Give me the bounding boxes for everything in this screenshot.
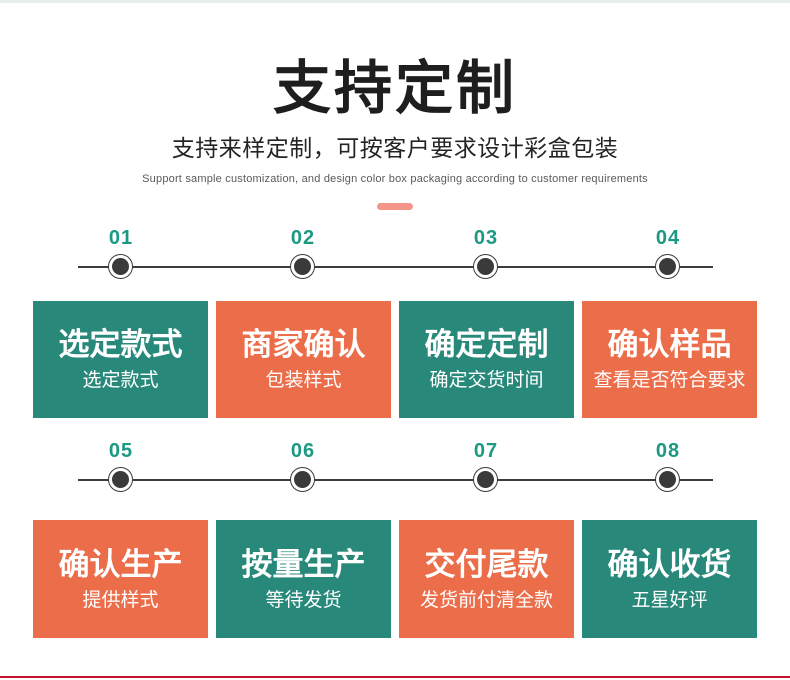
step-card-title: 确认生产 [58,546,183,582]
step-number: 05 [108,440,134,462]
timeline-dot-icon [112,258,129,275]
section-divider-line [0,676,790,678]
step-number: 04 [655,227,681,249]
page-subtitle: 支持来样定制，可按客户要求设计彩盒包装 [171,135,619,161]
step-card-title: 选定款式 [58,327,183,362]
timeline-node [655,254,680,279]
timeline-node [290,467,315,492]
timeline-dot-icon [659,258,676,275]
step-card-4: 确认样品 查看是否符合要求 [582,301,757,418]
step-number: 06 [290,440,316,462]
timeline-dot-icon [294,471,311,488]
step-card-title: 交付尾款 [424,546,549,582]
step-card-title: 商家确认 [241,327,366,362]
step-card-3: 确定定制 确定交货时间 [399,301,574,418]
step-card-title: 按量生产 [241,546,366,582]
step-card-2: 商家确认 包装样式 [216,301,391,418]
timeline-dot-icon [477,258,494,275]
step-card-subtitle: 确定交货时间 [429,370,544,391]
divider-pill [377,203,413,210]
step-number: 01 [108,227,134,249]
page-title: 支持定制 [272,56,517,121]
timeline-node [108,254,133,279]
step-card-6: 按量生产 等待发货 [216,520,391,638]
step-number: 02 [290,227,316,249]
step-card-title: 确认样品 [607,327,732,362]
step-card-subtitle: 选定款式 [82,370,159,391]
step-card-subtitle: 查看是否符合要求 [593,370,746,391]
step-cards-row-2: 确认生产 提供样式 按量生产 等待发货 交付尾款 发货前付清全款 确认收货 五星… [33,520,790,638]
step-number: 08 [655,440,681,462]
step-card-subtitle: 五星好评 [631,589,708,611]
step-card-8: 确认收货 五星好评 [582,520,757,638]
step-card-5: 确认生产 提供样式 [33,520,208,638]
timeline-node [108,467,133,492]
timeline-node [290,254,315,279]
timeline-dot-icon [294,258,311,275]
step-card-subtitle: 提供样式 [82,589,159,611]
timeline-line [78,266,713,268]
step-card-title: 确认收货 [607,546,732,582]
step-cards-row-1: 选定款式 选定款式 商家确认 包装样式 确定定制 确定交货时间 确认样品 查看是… [33,301,790,418]
step-card-subtitle: 包装样式 [265,370,342,391]
timeline-node [473,254,498,279]
top-edge-strip [0,0,790,3]
step-card-1: 选定款式 选定款式 [33,301,208,418]
step-number: 03 [473,227,499,249]
step-card-7: 交付尾款 发货前付清全款 [399,520,574,638]
timeline-dot-icon [659,471,676,488]
step-number: 07 [473,440,499,462]
timeline-dot-icon [477,471,494,488]
timeline-node [655,467,680,492]
page-subtitle-english: Support sample customization, and design… [142,173,648,185]
timeline-node [473,467,498,492]
timeline-line [78,479,713,481]
step-card-title: 确定定制 [424,327,549,362]
timeline-dot-icon [112,471,129,488]
step-card-subtitle: 发货前付清全款 [419,589,553,611]
step-card-subtitle: 等待发货 [265,589,342,611]
